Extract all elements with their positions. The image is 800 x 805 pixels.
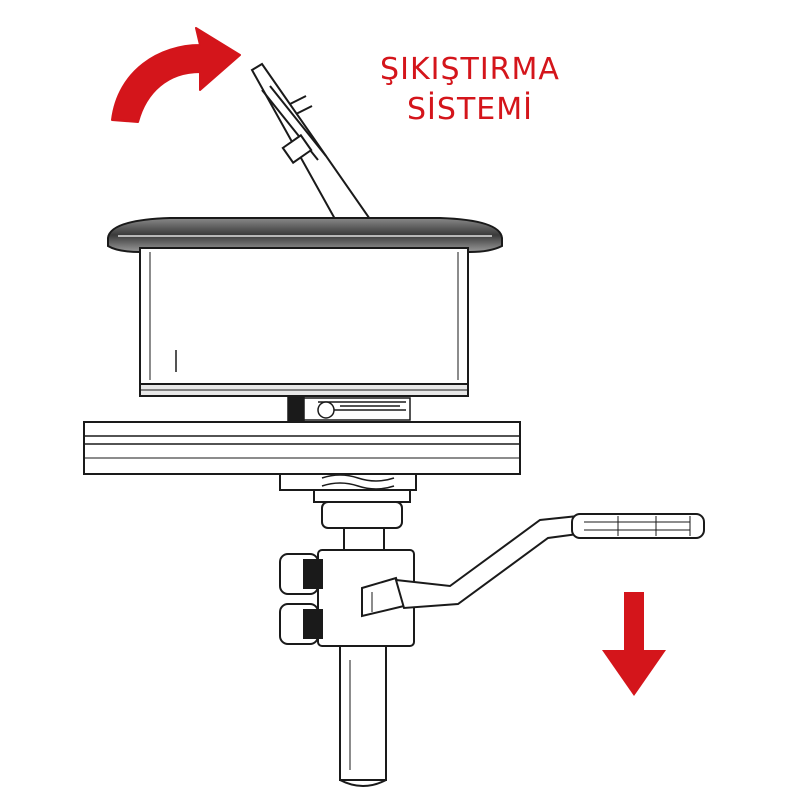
curved-arrow-icon	[111, 27, 241, 123]
sink-plate	[83, 421, 521, 475]
nut	[279, 473, 417, 503]
valve-block	[279, 549, 415, 647]
upper-shaft	[321, 501, 403, 553]
drain-cap	[107, 217, 503, 253]
drain-body	[139, 247, 469, 397]
caption-line-2: SİSTEMİ	[407, 92, 533, 127]
side-handle	[394, 513, 705, 610]
down-arrow-icon	[602, 592, 666, 696]
spring-connector	[287, 395, 411, 423]
caption-line-1: ŞIKIŞTIRMA	[380, 52, 560, 87]
tail-pipe	[339, 645, 387, 787]
top-lever	[250, 62, 374, 230]
